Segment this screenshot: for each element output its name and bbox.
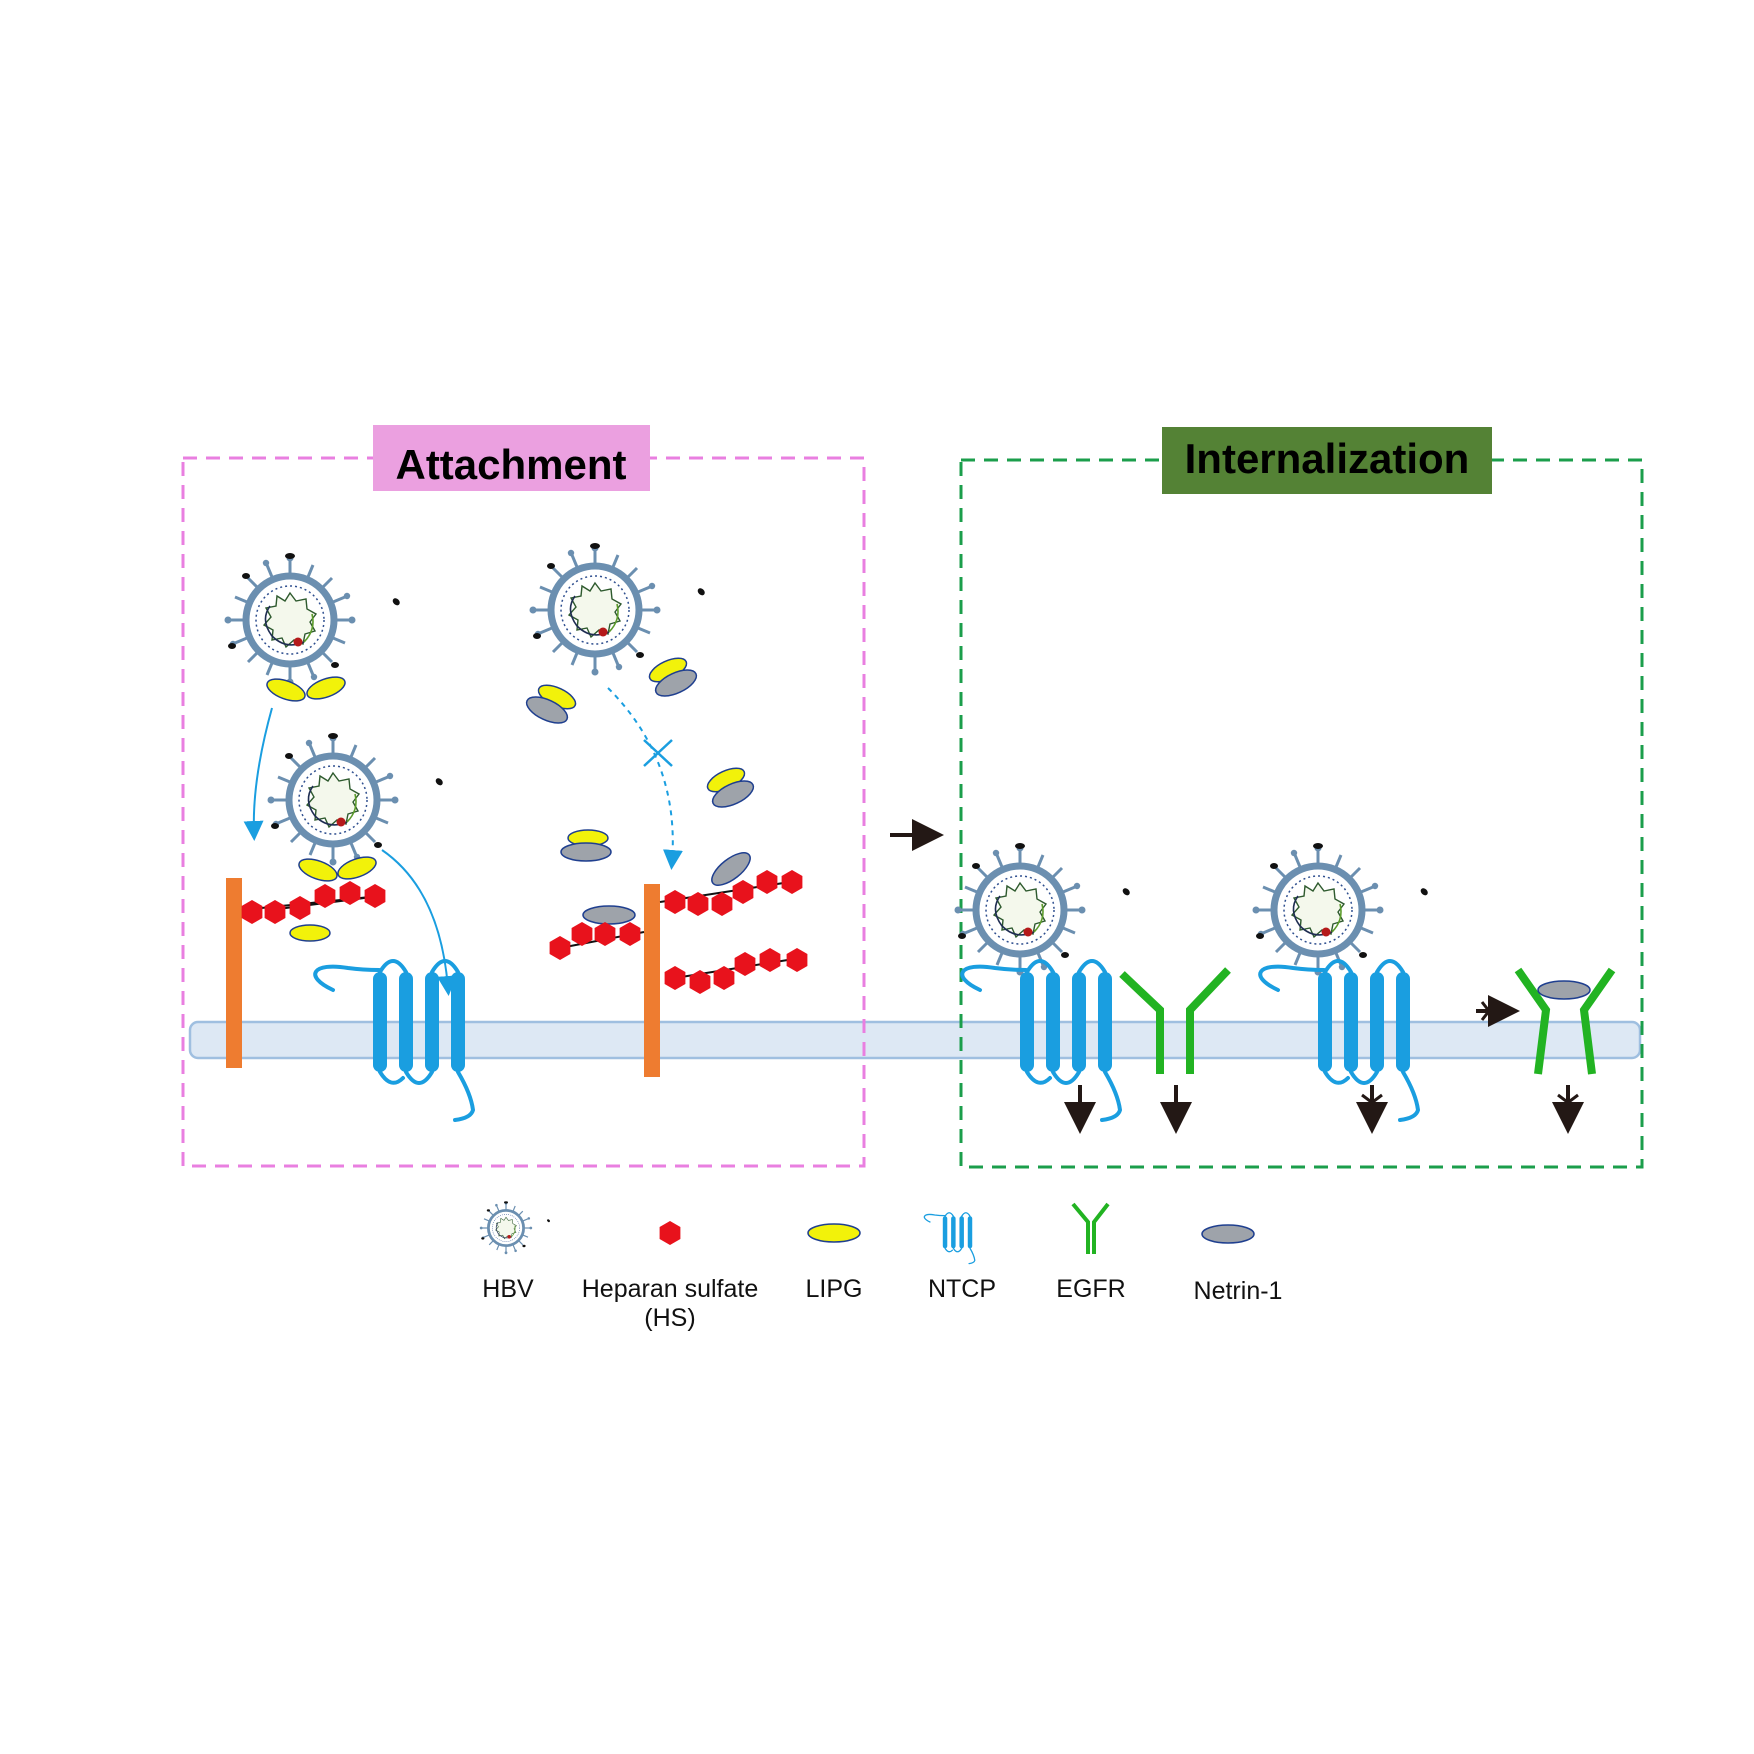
proteoglycan-core-left (226, 878, 242, 1068)
legend-egfr-label: EGFR (1056, 1275, 1125, 1303)
proteoglycan-core-right (644, 884, 660, 1077)
internalization-title-box (1162, 427, 1492, 494)
netrin-single-a (711, 852, 751, 886)
heparan-sulfate-chain-right-left (549, 922, 645, 960)
attachment-title-box (373, 425, 650, 491)
lipg-netrin-pair-d (560, 829, 612, 862)
legend-hbv-icon (478, 1199, 552, 1256)
netrin-single-b (582, 905, 636, 925)
hbv-virion-2 (268, 733, 445, 866)
legend-lipg-label: LIPG (806, 1275, 863, 1303)
legend-netrin-label: Netrin-1 (1194, 1277, 1283, 1305)
attach-arrow-hs (243, 707, 273, 841)
legend-hs-label-2: (HS) (644, 1304, 695, 1332)
lipg-pair-2a (298, 858, 338, 882)
lipg-netrin-pair-c (706, 767, 755, 808)
hbv-virion-1 (225, 553, 402, 686)
legend-lipg-icon (807, 1223, 861, 1243)
blocked-attach-arrow (607, 687, 683, 870)
lipg-bound (289, 924, 331, 942)
heparan-sulfate-chain-right-upper (659, 870, 803, 916)
legend-ntcp-icon (923, 1212, 976, 1265)
blocked-interaction-arrow (1476, 995, 1520, 1027)
legend: HBV Heparan sulfate (HS) LIPG NTCP EGFR … (478, 1199, 1283, 1332)
attachment-panel-border (181, 456, 866, 1168)
heparan-sulfate-chain-left (241, 881, 386, 924)
legend-hs-label-1: Heparan sulfate (582, 1275, 759, 1303)
blocked-internalization-egfr (1552, 1085, 1584, 1134)
egfr-receptor-1 (1119, 967, 1231, 1074)
egfr-receptor-2 (1514, 967, 1616, 1075)
lipg-pair-2b (337, 856, 377, 880)
heparan-sulfate-chain-right-lower (664, 948, 808, 994)
lipg-pair-1b (306, 676, 346, 700)
netrin-on-egfr (1537, 980, 1591, 1000)
legend-hs-icon (659, 1221, 681, 1245)
attach-arrow-ntcp (381, 849, 457, 996)
legend-netrin-icon (1201, 1224, 1255, 1244)
internalization-panel-border (959, 458, 1644, 1169)
internalization-title: Internalization (1185, 435, 1470, 482)
attachment-title: Attachment (395, 441, 626, 488)
lipg-pair-1a (266, 678, 306, 702)
legend-egfr-icon (1071, 1202, 1110, 1254)
block-cross-icon (643, 739, 673, 767)
legend-ntcp-label: NTCP (928, 1275, 996, 1303)
cell-membrane (188, 1020, 1642, 1060)
lipg-netrin-pair-b (648, 657, 698, 697)
hbv-virion-4 (955, 843, 1132, 976)
legend-hbv-label: HBV (482, 1275, 534, 1303)
blocked-internalization-ntcp (1356, 1085, 1388, 1134)
hbv-virion-5 (1253, 843, 1430, 976)
hbv-virion-3 (530, 543, 707, 676)
lipg-netrin-pair-a (525, 684, 577, 724)
